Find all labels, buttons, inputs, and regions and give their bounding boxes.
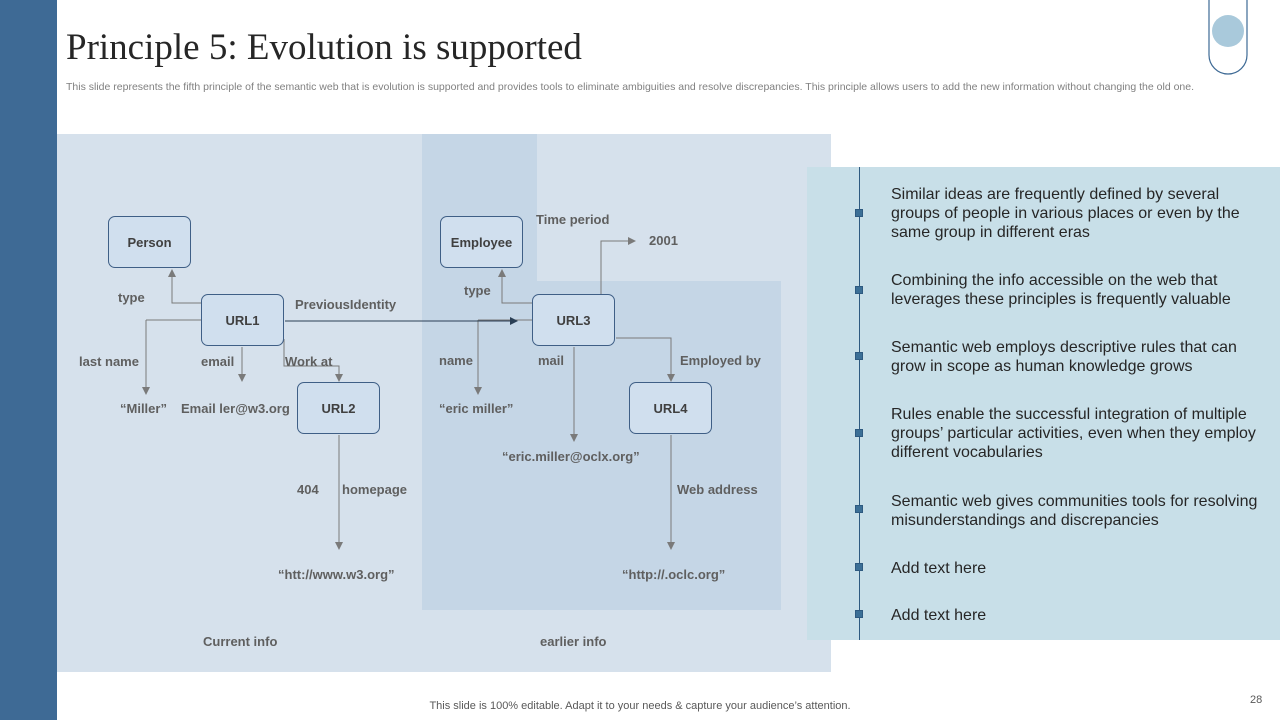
employee-node: Employee [440, 216, 523, 268]
type-label-current: type [118, 290, 145, 305]
page-number: 28 [1250, 694, 1263, 706]
url2-node: URL2 [297, 382, 380, 434]
timeline-marker [855, 505, 863, 513]
last-name-label: last name [79, 354, 139, 369]
miller-value: “Miller” [120, 401, 167, 416]
name-label: name [439, 353, 473, 368]
slide-title: Principle 5: Evolution is supported [66, 27, 582, 68]
employed-by-label: Employed by [680, 353, 761, 368]
url4-node: URL4 [629, 382, 712, 434]
time-period-label: Time period [536, 212, 610, 227]
timeline-item-text: Similar ideas are frequently defined by … [891, 186, 1240, 241]
year-value: 2001 [649, 233, 678, 248]
current-info-label: Current info [203, 634, 278, 649]
timeline-item-text: Semantic web gives communities tools for… [891, 493, 1258, 529]
work-at-label: Work at [285, 354, 333, 369]
previous-identity-label: PreviousIdentity [295, 297, 397, 312]
web-address-label: Web address [677, 482, 758, 497]
mail-label: mail [538, 353, 565, 368]
slide-footer: This slide is 100% editable. Adapt it to… [429, 700, 851, 712]
left-accent-bar [0, 0, 57, 720]
timeline-item-text: Rules enable the successful integration … [891, 406, 1256, 461]
timeline-marker [855, 563, 863, 571]
eric-email-value: “eric.miller@oclx.org” [502, 449, 640, 464]
decorative-circle-icon [1208, 0, 1248, 75]
timeline-line [859, 167, 860, 640]
timeline-marker [855, 286, 863, 294]
timeline-item-text: Semantic web employs descriptive rules t… [891, 339, 1237, 375]
person-node: Person [108, 216, 191, 268]
timeline-item-text: Add text here [891, 607, 987, 624]
slide-subtitle: This slide represents the fifth principl… [66, 81, 1195, 93]
url1-node: URL1 [201, 294, 284, 346]
timeline-panel [807, 167, 1280, 640]
code-404-label: 404 [297, 482, 319, 497]
homepage-label: homepage [342, 482, 408, 497]
timeline-marker [855, 209, 863, 217]
type-label-earlier: type [464, 283, 491, 298]
earlier-info-label: earlier info [540, 634, 607, 649]
timeline-marker [855, 352, 863, 360]
timeline-item-text: Combining the info accessible on the web… [891, 272, 1231, 308]
email-label: email [201, 354, 235, 369]
url3-node: URL3 [532, 294, 615, 346]
oclc-url-value: “http://.oclc.org” [622, 567, 726, 582]
timeline-marker [855, 610, 863, 618]
timeline-marker [855, 429, 863, 437]
email-value: Email ler@w3.org [181, 401, 290, 416]
timeline-item-text: Add text here [891, 560, 987, 577]
eric-miller-value: “eric miller” [439, 401, 514, 416]
w3-url-value: “htt://www.w3.org” [278, 567, 395, 582]
